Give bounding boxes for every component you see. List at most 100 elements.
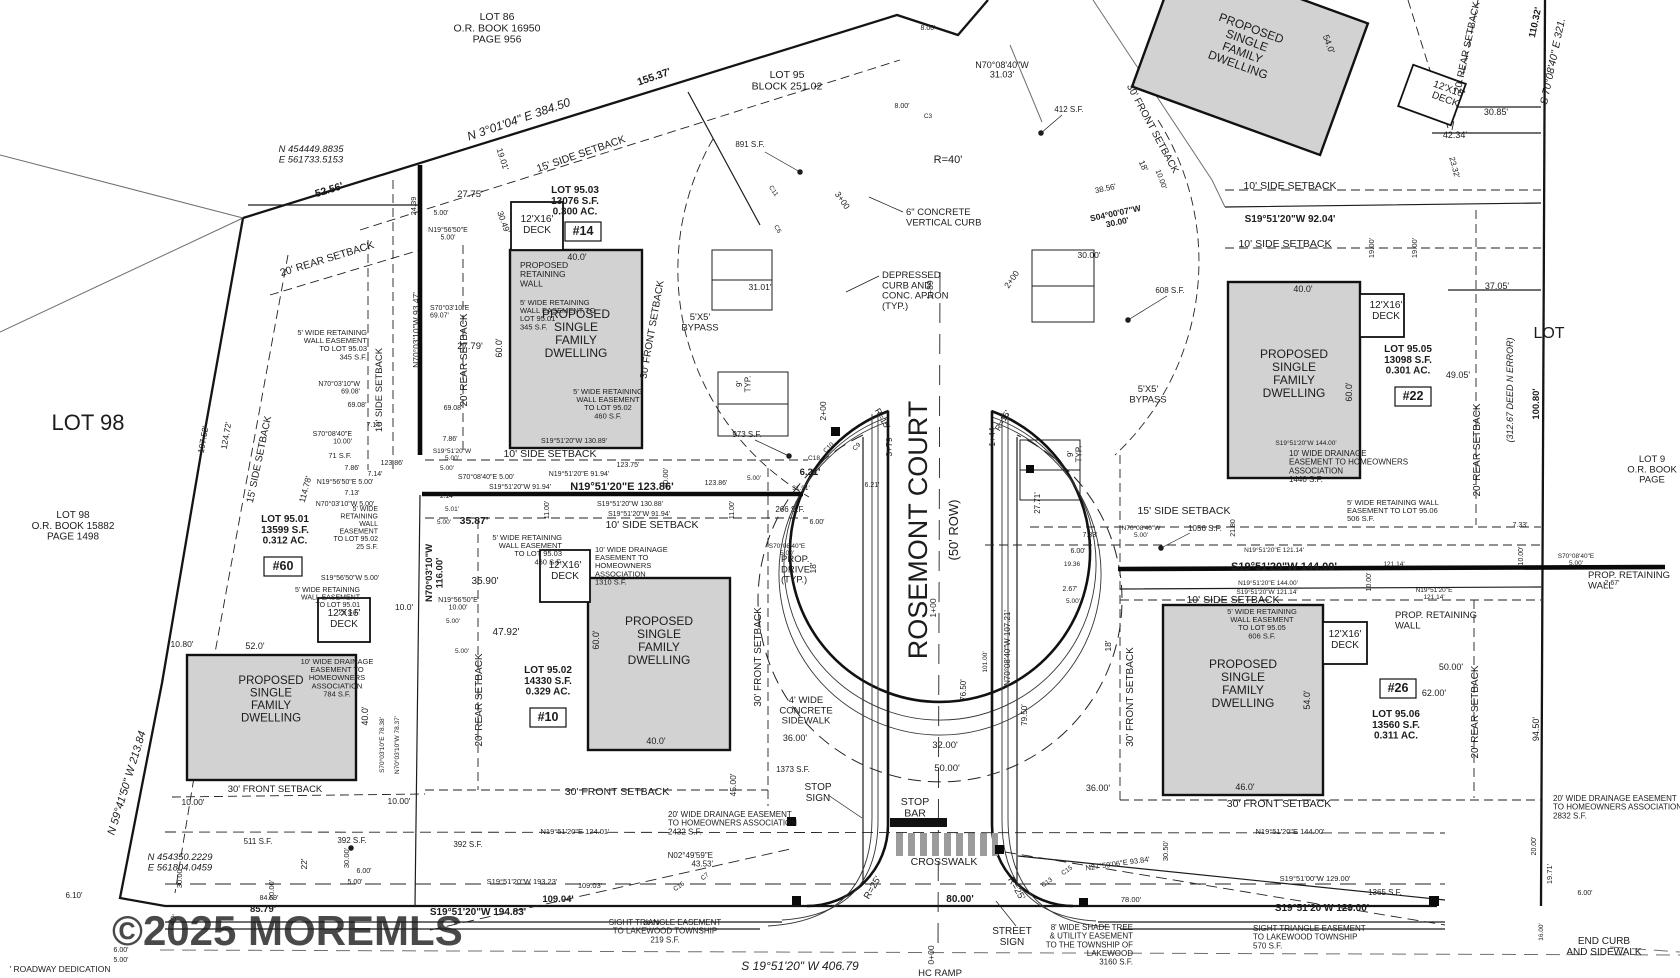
bearing-label: S19°51'20"W 121.14'	[1236, 588, 1297, 596]
curve-label: C6	[772, 224, 782, 235]
setback-label: 20' REAR SETBACK	[459, 313, 470, 406]
setback-label: 30' FRONT SETBACK	[1125, 647, 1136, 747]
dim-label: 46.0'	[1235, 782, 1255, 792]
retaining-walls	[417, 165, 1666, 572]
dim-label: 19.00'	[1367, 237, 1376, 258]
deck-label: 12'X16'DECK	[328, 608, 361, 630]
dim-label: 78.00'	[1121, 895, 1142, 904]
deck-lot-95-06	[1322, 621, 1368, 665]
easement-lines	[164, 831, 1446, 931]
dim-label: 38.56'	[1094, 182, 1117, 195]
leader-lines	[348, 114, 1191, 927]
bearing-label: S19°51'00"W 129.00'	[1280, 874, 1351, 883]
dim-label: 30.49'	[495, 210, 512, 235]
lot-lines	[165, 91, 1542, 930]
dim-label: 9'TYP.	[1066, 446, 1084, 463]
setback-label: 10' SIDE SETBACK	[605, 519, 698, 531]
dim-label: 27.79'	[457, 341, 483, 352]
dim-label: 6.21'	[800, 467, 821, 478]
dim-label: 7.33'	[1083, 532, 1098, 539]
dim-label: 123.86'	[705, 480, 728, 487]
bearing-label: N19°51'20"E 144.00'	[1256, 827, 1326, 836]
curve-label: C18	[808, 455, 820, 462]
dim-label: 10.00'	[661, 467, 670, 488]
bearing-label: S19°51'20"W 92.04'	[1245, 214, 1336, 225]
dim-label: 69.08'	[348, 402, 367, 409]
dim-label: 9'TYP.	[735, 376, 753, 393]
dim-label: 20.00'	[1531, 837, 1538, 856]
dim-label: 60.0'	[1344, 382, 1354, 402]
dim-label: 76.50'	[959, 679, 968, 701]
bearing-label: N27°59'06"E 93.84'	[1085, 854, 1151, 872]
dwelling-lot-95-03	[508, 248, 644, 450]
dim-label: 16.00'	[1538, 923, 1545, 941]
bearing-label: N70°03'10"W 93.47'	[411, 292, 421, 368]
area-label: 392 S.F.	[337, 836, 366, 845]
area-label: 1056 S.F.	[1188, 524, 1222, 533]
dim-label: 30.00'	[342, 847, 351, 868]
bearing-label: N70°03'10"W 5.00'	[316, 500, 375, 508]
curve-label: C11	[767, 184, 780, 198]
dim-label: 27.71'	[1033, 492, 1042, 514]
radius-label: R=15'	[873, 406, 893, 431]
bearing-label: S19°51'20"W 144.00'	[1231, 561, 1337, 573]
dim-label: 21.80	[1230, 519, 1237, 537]
deck-top-right	[1397, 63, 1467, 127]
dim-label: 62.00'	[1422, 688, 1447, 698]
dim-label: 7.33'	[1513, 522, 1528, 529]
curve-label: C9	[852, 441, 863, 452]
dim-label: 10.00'	[1366, 573, 1373, 592]
dwelling-lot-95-05	[1226, 280, 1362, 480]
curve-label: C16	[672, 880, 686, 893]
setback-label: 10' SIDE SETBACK	[374, 347, 385, 432]
dim-label: 26.79'	[643, 920, 661, 927]
bearing-label: S19°51'20"W 130.88'	[597, 500, 663, 508]
setback-label: 20' REAR SETBACK	[1453, 1, 1483, 95]
deck-lot-95-05	[1359, 293, 1405, 338]
dim-label: 5.00'	[114, 957, 129, 964]
dim-label: 6.10'	[65, 891, 83, 900]
deck-lot-95-01	[317, 597, 371, 643]
dim-label: 7.13'	[345, 490, 360, 497]
dim-label: 47.92'	[493, 627, 520, 638]
setback-label: 15' SIDE SETBACK	[245, 415, 274, 504]
dim-label: 42.34'	[1443, 130, 1468, 140]
dim-label: 101.00'	[982, 651, 989, 672]
house-number-26: #26	[1388, 681, 1409, 695]
bearing-label: S19°51'20"W 144.00'	[1275, 439, 1336, 447]
bearing-label: N70°08'40"W 107.21'	[1003, 610, 1012, 686]
dim-label: 36.00'	[1086, 783, 1111, 793]
setback-label: 30' FRONT SETBACK	[1227, 798, 1332, 810]
radius-label: R=40'	[934, 154, 963, 166]
dim-label: 23.32'	[1447, 156, 1461, 180]
dim-label: 52.0'	[245, 641, 265, 651]
dim-label: 31.01'	[749, 282, 772, 292]
dim-label: 40.0'	[1293, 284, 1313, 294]
deck-label: 12'X16'DECK	[1370, 300, 1403, 322]
station-label: 2+00	[1002, 268, 1021, 290]
dim-label: 35.90'	[472, 576, 499, 587]
culdesac-curb	[788, 409, 1092, 704]
radius-label: R=25'	[862, 874, 884, 901]
dim-label: 49.05'	[1446, 370, 1471, 380]
